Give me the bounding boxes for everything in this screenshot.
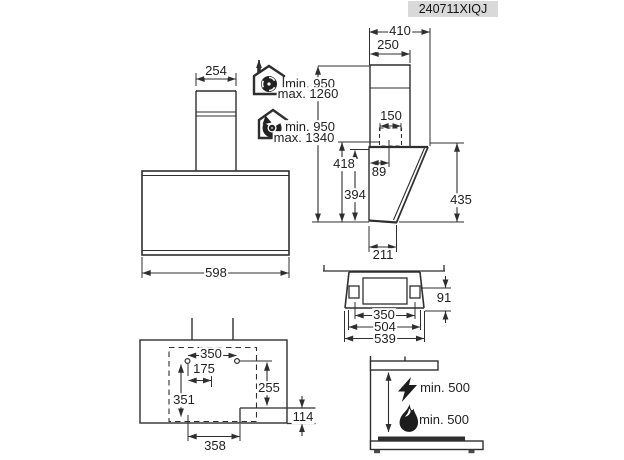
height-front-label: 435 — [449, 192, 473, 208]
wall-line — [323, 265, 445, 272]
step-height-label: 114 — [291, 409, 315, 425]
dim-91 — [421, 276, 451, 323]
front-view — [141, 73, 290, 278]
counter — [369, 440, 484, 451]
duct-width-label: 150 — [379, 108, 403, 124]
dim-410 — [369, 28, 431, 146]
hole-spacing-label: 350 — [199, 346, 223, 362]
drill-hole-left — [184, 358, 191, 365]
side-hood-body — [368, 145, 429, 224]
flame-icon — [399, 404, 419, 432]
chimney-width-label: 254 — [204, 63, 228, 79]
front-chimney-joint — [196, 111, 236, 117]
body-width-label: 598 — [204, 265, 228, 281]
height-back-label: 394 — [343, 187, 367, 203]
clearance-view — [369, 356, 484, 454]
height-back-total-label: 418 — [332, 156, 356, 172]
drill-template-view — [139, 318, 316, 441]
house-recirculation-icon — [257, 108, 289, 140]
top-body-width-label: 504 — [373, 319, 397, 335]
counter-foot-right — [468, 449, 475, 454]
document-code: 240711XIQJ — [408, 1, 498, 17]
hood-bottom-bar — [369, 360, 439, 371]
bracket-left — [348, 285, 360, 299]
chimney-depth-label: 250 — [376, 37, 400, 53]
cutout-width-label: 358 — [203, 438, 227, 454]
side-chimney — [369, 64, 411, 146]
bottom-depth-label: 211 — [371, 247, 395, 263]
dim-211 — [368, 225, 397, 252]
exhaust-max-height-label: max. 1260 — [276, 86, 340, 102]
dim-418 — [338, 141, 380, 222]
top-view — [323, 265, 451, 342]
counter-foot-left — [374, 449, 380, 454]
dim-358 — [187, 415, 241, 441]
right-height-label: 255 — [257, 380, 281, 396]
total-depth-label: 410 — [388, 23, 412, 39]
electric-clearance-label: min. 500 — [420, 380, 470, 396]
duct-offset-label: 89 — [370, 164, 388, 180]
document-code-label: 240711XIQJ — [418, 2, 488, 16]
recirc-max-height-label: max. 1340 — [272, 130, 336, 146]
recirc-min-height-label: min. 950 — [284, 119, 336, 135]
house-exhaust-icon — [252, 59, 286, 96]
drill-hole-right — [234, 358, 241, 365]
top-body — [344, 271, 425, 309]
dim-89 — [370, 140, 390, 167]
top-total-width-label: 539 — [373, 331, 397, 347]
bracket-right — [409, 285, 421, 299]
hole-to-center-label: 175 — [192, 361, 216, 377]
front-body-bands — [142, 174, 289, 252]
dim-254 — [195, 73, 237, 86]
template-chimney-lines — [191, 318, 234, 340]
cooktop-surface — [378, 436, 465, 441]
front-chimney — [195, 90, 237, 171]
hood-outline-dashed — [168, 346, 258, 423]
side-view — [312, 28, 464, 252]
lightning-icon — [398, 377, 417, 402]
gas-clearance-label: min. 500 — [419, 412, 469, 428]
template-outline — [139, 339, 288, 424]
bracket-spacing-label: 350 — [372, 307, 396, 323]
dim-435 — [399, 142, 464, 223]
bracket-depth-label: 91 — [435, 290, 453, 306]
dim-175 — [187, 364, 212, 387]
duct-outlet-dashed — [378, 127, 403, 147]
front-body — [141, 170, 290, 256]
motor-box — [362, 277, 408, 305]
installation-height-icons — [252, 59, 289, 140]
left-height-label: 351 — [172, 392, 196, 408]
